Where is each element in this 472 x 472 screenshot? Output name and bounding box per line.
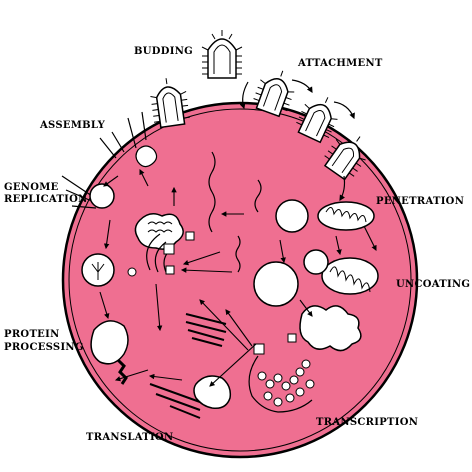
mrna-strand-center bbox=[208, 151, 216, 233]
label-uncoating: UNCOATING bbox=[396, 279, 470, 290]
label-transcription: TRANSCRIPTION bbox=[316, 417, 418, 428]
attachment-arrow-2 bbox=[291, 79, 313, 94]
genome-square-3 bbox=[185, 231, 195, 241]
protein-cluster-bottom bbox=[149, 383, 201, 419]
vesicle-1 bbox=[275, 199, 309, 233]
attachment-arrow-1 bbox=[239, 81, 249, 110]
vesicle-3 bbox=[303, 249, 329, 275]
transcript-loop bbox=[248, 355, 313, 413]
virion-attaching-2 bbox=[296, 97, 338, 144]
flow-arrows bbox=[99, 169, 377, 387]
protein-chain-left bbox=[116, 358, 128, 385]
exocytosis-spikes bbox=[61, 175, 97, 209]
mitochondrion-lower-right bbox=[321, 257, 379, 295]
genome-square-5 bbox=[287, 333, 297, 343]
genome-square-1 bbox=[163, 243, 175, 255]
budding-particle bbox=[135, 145, 158, 168]
vesicle-left-top bbox=[89, 183, 115, 209]
mitochondrion-right bbox=[317, 201, 375, 231]
mrna-strand-upper bbox=[254, 179, 262, 213]
endoplasmic-reticulum-right bbox=[299, 305, 362, 352]
replication-complex bbox=[134, 213, 184, 250]
label-penetration: PENETRATION bbox=[376, 196, 464, 207]
label-protein-processing-2: PROCESSING bbox=[4, 342, 84, 353]
virion-attaching-1 bbox=[253, 70, 295, 118]
virion-bound-right bbox=[323, 136, 366, 181]
label-genome-replication-2: REPLICATION bbox=[4, 194, 88, 205]
label-attachment: ATTACHMENT bbox=[297, 58, 383, 69]
virion-budding-top bbox=[201, 30, 243, 79]
label-budding: BUDDING bbox=[134, 46, 193, 57]
genome-square-2 bbox=[165, 265, 175, 275]
polyribosome-chain bbox=[257, 359, 315, 407]
genome-square-4 bbox=[253, 343, 265, 355]
label-genome-replication-1: GENOME bbox=[4, 182, 59, 193]
vesicle-left-mid-glyph bbox=[91, 262, 105, 280]
mrna-strand-right bbox=[235, 235, 241, 273]
assembly-spikes bbox=[99, 111, 147, 159]
vesicle-2 bbox=[253, 261, 299, 307]
virion-budding-left bbox=[150, 78, 190, 129]
endoplasmic-reticulum-left bbox=[90, 320, 129, 365]
attachment-arrow-3 bbox=[333, 101, 355, 120]
protein-cluster-center bbox=[185, 313, 227, 347]
label-translation: TRANSLATION bbox=[86, 432, 173, 443]
penetration-arrow bbox=[339, 175, 346, 202]
label-assembly: ASSEMBLY bbox=[39, 120, 106, 131]
small-vesicle bbox=[127, 267, 137, 277]
label-protein-processing-1: PROTEIN bbox=[4, 329, 60, 340]
